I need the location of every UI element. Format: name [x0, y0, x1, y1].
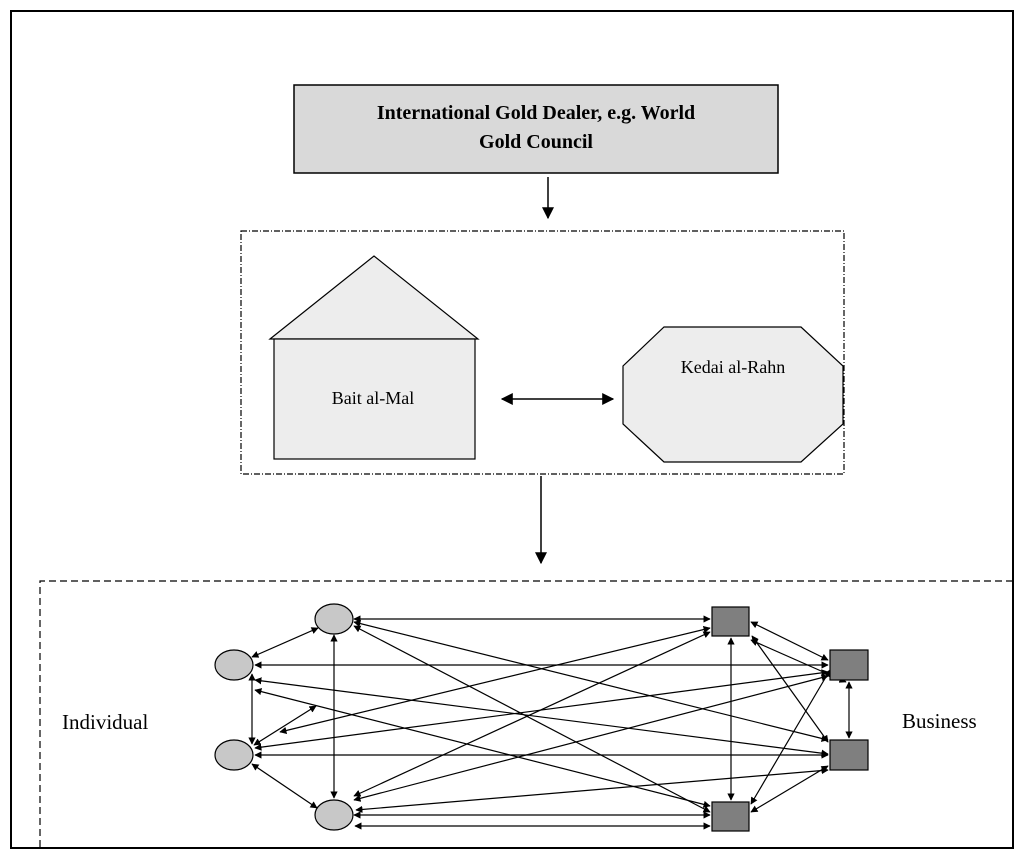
dealer-title-line1: International Gold Dealer, e.g. World: [377, 102, 695, 124]
individual-label: Individual: [62, 710, 148, 734]
individual-node-1: [314, 603, 354, 635]
outer-frame: [10, 10, 1014, 849]
connector-line-25: [355, 766, 829, 814]
network-connectors: [248, 615, 853, 830]
business-node-3: [829, 739, 869, 771]
network-group-box: [39, 580, 1013, 848]
business-node-4: [711, 801, 750, 832]
business-node-2: [829, 649, 869, 681]
connector-line-4: [251, 763, 318, 809]
dealer-title-line2: Gold Council: [479, 131, 593, 153]
business-label: Business: [902, 709, 977, 733]
connector-line-7: [750, 621, 829, 661]
international-gold-dealer-box: International Gold Dealer, e.g. World Go…: [293, 84, 779, 174]
connector-line-23: [353, 674, 829, 802]
bait-al-mal-label: Bait al-Mal: [332, 388, 414, 408]
individual-node-4: [314, 799, 354, 831]
institutions-group-box: [240, 230, 845, 475]
connector-line-10: [751, 635, 829, 743]
business-node-1: [711, 606, 750, 637]
bait-al-mal-house: Bait al-Mal: [268, 255, 480, 460]
kedai-al-rahn-octagon: Kedai al-Rahn: [622, 326, 844, 463]
connector-line-18: [254, 688, 711, 808]
individual-node-2: [214, 649, 254, 681]
kedai-al-rahn-label: Kedai al-Rahn: [681, 357, 785, 377]
individual-node-3: [214, 739, 254, 771]
connector-line-1: [251, 627, 319, 658]
connector-line-24: [353, 631, 711, 797]
